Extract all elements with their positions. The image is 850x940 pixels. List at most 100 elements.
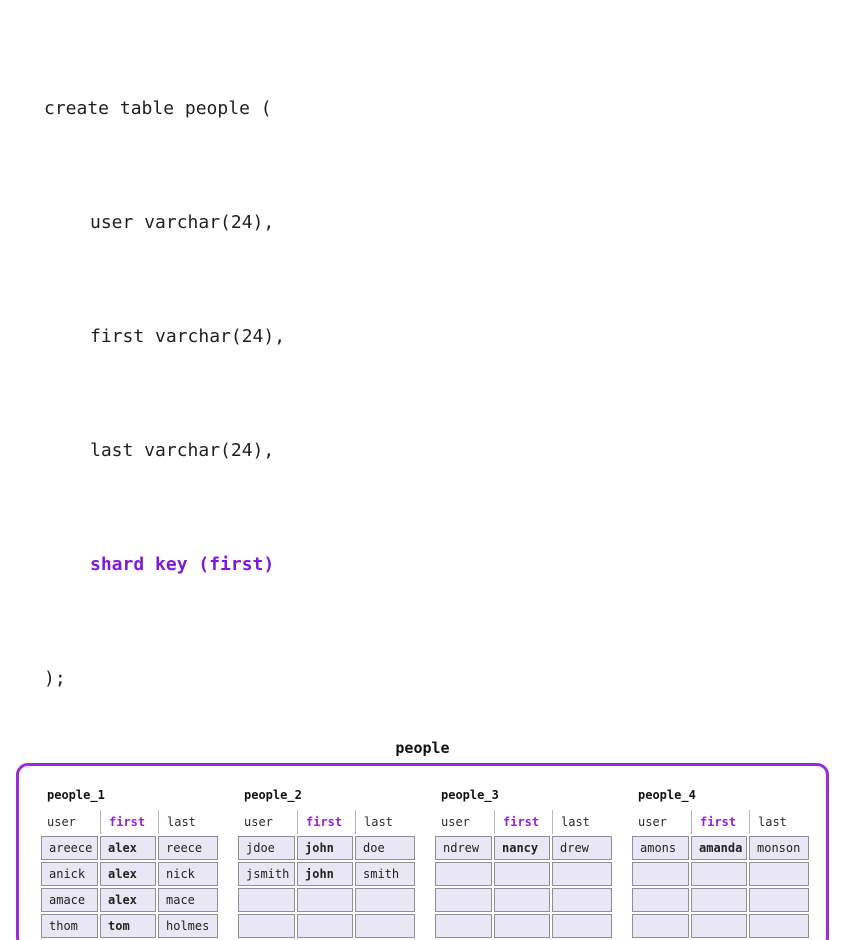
table-cell: thom bbox=[41, 914, 98, 938]
table-cell: amanda bbox=[691, 836, 747, 860]
table-cell bbox=[494, 888, 550, 912]
column-header-first: first bbox=[691, 810, 749, 834]
shard-table-name: people_1 bbox=[47, 788, 105, 802]
column-header-user: user bbox=[441, 815, 470, 829]
table-cell: nick bbox=[158, 862, 218, 886]
column-header-last: last bbox=[158, 810, 218, 834]
table-cell: mace bbox=[158, 888, 218, 912]
table-cell: alex bbox=[100, 862, 156, 886]
table-cell bbox=[435, 862, 492, 886]
column-header-first: first bbox=[494, 810, 552, 834]
table-cell bbox=[355, 888, 415, 912]
table-row bbox=[632, 862, 809, 886]
column-header-last: last bbox=[552, 810, 612, 834]
table-cell bbox=[238, 888, 295, 912]
table-row bbox=[238, 914, 415, 938]
table-row bbox=[435, 888, 612, 912]
table-cell: amons bbox=[632, 836, 689, 860]
table-cell: nancy bbox=[494, 836, 550, 860]
table-row bbox=[238, 888, 415, 912]
table-cell: holmes bbox=[158, 914, 218, 938]
table-cell bbox=[632, 862, 689, 886]
table-cell: anick bbox=[41, 862, 98, 886]
column-header-user: user bbox=[244, 815, 273, 829]
table-cell: drew bbox=[552, 836, 612, 860]
table-cell: john bbox=[297, 862, 353, 886]
column-header-last: last bbox=[749, 810, 809, 834]
table-cell: alex bbox=[100, 836, 156, 860]
table-row bbox=[435, 914, 612, 938]
table-cell bbox=[691, 914, 747, 938]
column-header-user: user bbox=[638, 815, 667, 829]
table-cell bbox=[494, 914, 550, 938]
column-header-last: last bbox=[355, 810, 415, 834]
sql-code-block: create table people ( user varchar(24), … bbox=[44, 98, 286, 689]
code-line-first: first varchar(24), bbox=[90, 326, 286, 347]
table-cell bbox=[632, 888, 689, 912]
table-cell bbox=[435, 888, 492, 912]
table-cell bbox=[749, 914, 809, 938]
table-cell: tom bbox=[100, 914, 156, 938]
code-line-create: create table people ( bbox=[44, 98, 272, 119]
table-row bbox=[632, 888, 809, 912]
table-cell bbox=[552, 914, 612, 938]
table-row bbox=[435, 862, 612, 886]
table-cell: smith bbox=[355, 862, 415, 886]
table-cell: reece bbox=[158, 836, 218, 860]
code-line-close: ); bbox=[44, 668, 66, 689]
table-cell bbox=[749, 888, 809, 912]
table-row bbox=[632, 914, 809, 938]
column-header-first: first bbox=[100, 810, 158, 834]
table-cell bbox=[691, 862, 747, 886]
table-cell bbox=[632, 914, 689, 938]
table-cell: doe bbox=[355, 836, 415, 860]
shard-table-name: people_4 bbox=[638, 788, 696, 802]
shard-table-name: people_3 bbox=[441, 788, 499, 802]
table-cell bbox=[297, 888, 353, 912]
table-cell bbox=[435, 914, 492, 938]
diagram-title: people bbox=[395, 739, 450, 757]
code-line-user: user varchar(24), bbox=[90, 212, 275, 233]
code-line-shard-key: shard key (first) bbox=[90, 554, 275, 575]
table-cell bbox=[691, 888, 747, 912]
code-line-last: last varchar(24), bbox=[90, 440, 275, 461]
table-cell bbox=[494, 862, 550, 886]
column-header-first: first bbox=[297, 810, 355, 834]
table-cell bbox=[552, 888, 612, 912]
table-cell bbox=[355, 914, 415, 938]
table-cell: alex bbox=[100, 888, 156, 912]
table-cell: amace bbox=[41, 888, 98, 912]
table-cell: areece bbox=[41, 836, 98, 860]
table-cell: jsmith bbox=[238, 862, 295, 886]
table-cell bbox=[552, 862, 612, 886]
table-cell bbox=[238, 914, 295, 938]
table-cell: monson bbox=[749, 836, 809, 860]
table-cell: jdoe bbox=[238, 836, 295, 860]
shard-table-name: people_2 bbox=[244, 788, 302, 802]
table-cell bbox=[749, 862, 809, 886]
table-cell: ndrew bbox=[435, 836, 492, 860]
table-cell bbox=[297, 914, 353, 938]
table-cell: john bbox=[297, 836, 353, 860]
